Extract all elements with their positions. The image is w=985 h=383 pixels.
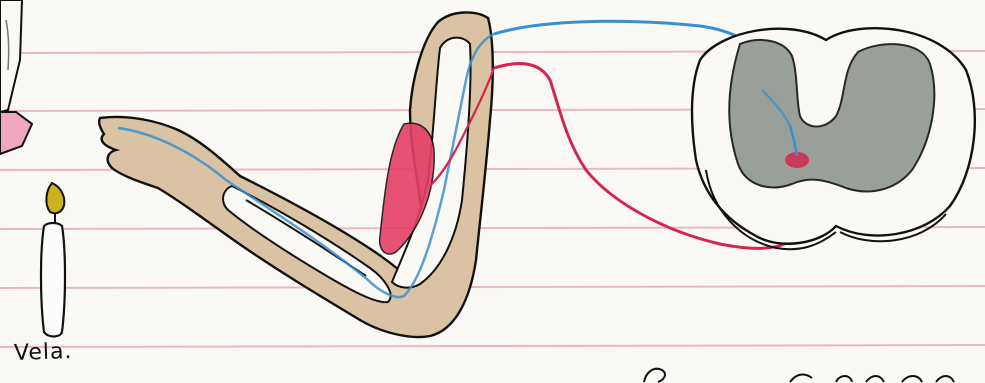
- spinal-cord-cross-section: [692, 28, 975, 249]
- cut-off-handwriting: [640, 362, 960, 383]
- candle-icon: [41, 183, 65, 337]
- candle-label: Vela.: [14, 339, 73, 366]
- arm-drawing: [99, 12, 494, 337]
- pink-object-icon: [0, 0, 32, 154]
